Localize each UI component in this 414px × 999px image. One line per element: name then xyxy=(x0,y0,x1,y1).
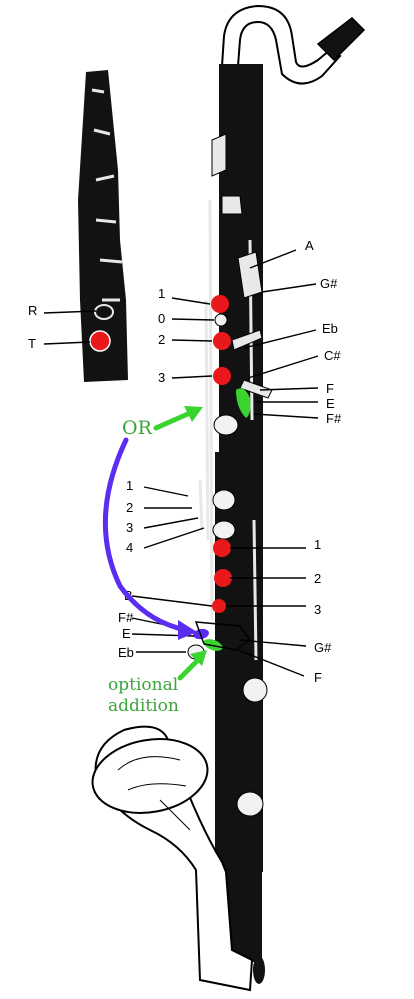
open-key-low-1 xyxy=(242,677,268,703)
side-trill-keys xyxy=(231,329,273,399)
inset-thumb-hole-closed xyxy=(89,330,111,352)
label-rh-finger-2: 2 xyxy=(314,571,321,586)
neck-crook xyxy=(220,4,342,85)
closed-hole-rh1 xyxy=(213,539,231,557)
closed-hole-rh2 xyxy=(214,569,232,587)
label-lh-finger-3: 3 xyxy=(158,370,165,385)
label-side-key-4: 4 xyxy=(126,540,133,555)
open-key-upper xyxy=(213,414,239,436)
optional-addition-note-line1: optional xyxy=(108,675,178,695)
label-f-key-top: F xyxy=(326,381,334,396)
label-e-flat-key: Eb xyxy=(322,321,338,336)
label-lh-finger-0: 0 xyxy=(158,311,165,326)
label-c-sharp-key: C# xyxy=(324,348,341,363)
label-lh-finger-2: 2 xyxy=(158,332,165,347)
label-a-key: A xyxy=(305,238,314,253)
closed-hole-lh1 xyxy=(211,295,229,313)
arrow-right-icon xyxy=(153,406,203,431)
label-e-key-top: E xyxy=(326,396,335,411)
optional-addition-note-line2: addition xyxy=(108,696,179,716)
right-labels: A G# Eb C# F E F# 1 2 3 G# F xyxy=(226,238,342,685)
open-key-mid-1 xyxy=(212,489,236,511)
open-key-low-2 xyxy=(236,791,264,817)
label-rh-finger-1: 1 xyxy=(314,537,321,552)
closed-hole-rh3 xyxy=(212,599,226,613)
closed-hole-lh3 xyxy=(213,367,231,385)
label-e-flat-key-bottom: Eb xyxy=(118,645,134,660)
label-rh-finger-3: 3 xyxy=(314,602,321,617)
annotations: OR optional addition xyxy=(102,406,207,716)
label-side-key-3: 3 xyxy=(126,520,133,535)
clarinet-body xyxy=(91,4,366,992)
bell-inner-shading xyxy=(117,756,191,831)
label-thumb-hole: T xyxy=(28,336,36,351)
label-lh-finger-1: 1 xyxy=(158,286,165,301)
upper-keys xyxy=(211,133,243,215)
inset-body xyxy=(78,70,128,382)
label-f-sharp-key-top: F# xyxy=(326,411,342,426)
open-key-mid-2 xyxy=(212,520,236,540)
label-side-key-2: 2 xyxy=(126,500,133,515)
green-key-f xyxy=(236,388,251,418)
bell-opening xyxy=(91,738,209,814)
label-f-key-bottom: F xyxy=(314,670,322,685)
curved-arrow-icon xyxy=(102,437,197,640)
label-side-key-1: 1 xyxy=(126,478,133,493)
arrow-up-right-icon xyxy=(177,650,207,681)
key-rods xyxy=(198,199,258,661)
label-f-sharp-key-bottom: F# xyxy=(118,610,134,625)
label-register-key: R xyxy=(28,303,37,318)
inset-thumb-ring-key xyxy=(94,304,114,320)
label-g-sharp-key-bottom: G# xyxy=(314,640,332,655)
label-g-sharp-key-top: G# xyxy=(320,276,338,291)
open-hole-0 xyxy=(214,313,228,327)
lower-key-cluster xyxy=(194,621,252,651)
or-note: OR xyxy=(122,417,153,439)
mouthpiece xyxy=(316,17,366,62)
bottom-end-cap xyxy=(253,956,265,984)
inset-closeup: R T xyxy=(28,70,128,382)
inset-keywork xyxy=(91,88,123,302)
label-e-key-bottom: E xyxy=(122,626,131,641)
closed-hole-lh2 xyxy=(213,332,231,350)
